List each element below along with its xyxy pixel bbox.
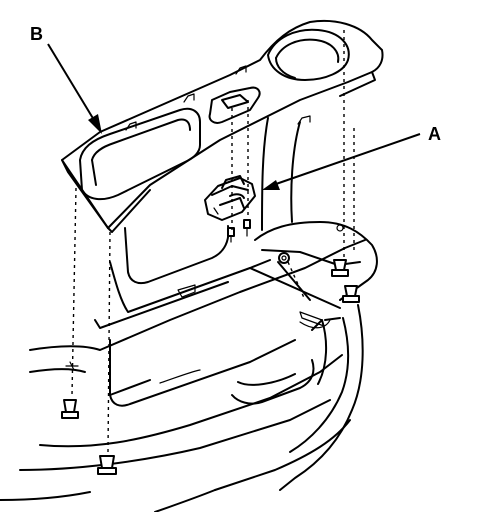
screw-front-lower xyxy=(97,455,117,475)
switch-panel-b xyxy=(61,19,384,233)
power-window-switch-a xyxy=(204,175,256,243)
callout-label-a: A xyxy=(428,124,441,144)
callout-arrow-b xyxy=(47,43,102,134)
screw-front-left xyxy=(61,399,79,419)
clip-center xyxy=(278,252,290,264)
clip-hole xyxy=(336,224,344,232)
screw-rear-upper xyxy=(331,259,349,277)
clip-marker xyxy=(65,361,79,371)
screws xyxy=(61,224,360,475)
armrest-body xyxy=(94,117,378,329)
door-lining xyxy=(0,239,366,512)
callout-label-b: B xyxy=(30,24,43,44)
alignment-lines xyxy=(71,30,355,453)
callout-arrow-a xyxy=(262,133,421,190)
screw-rear-lower xyxy=(342,285,360,303)
